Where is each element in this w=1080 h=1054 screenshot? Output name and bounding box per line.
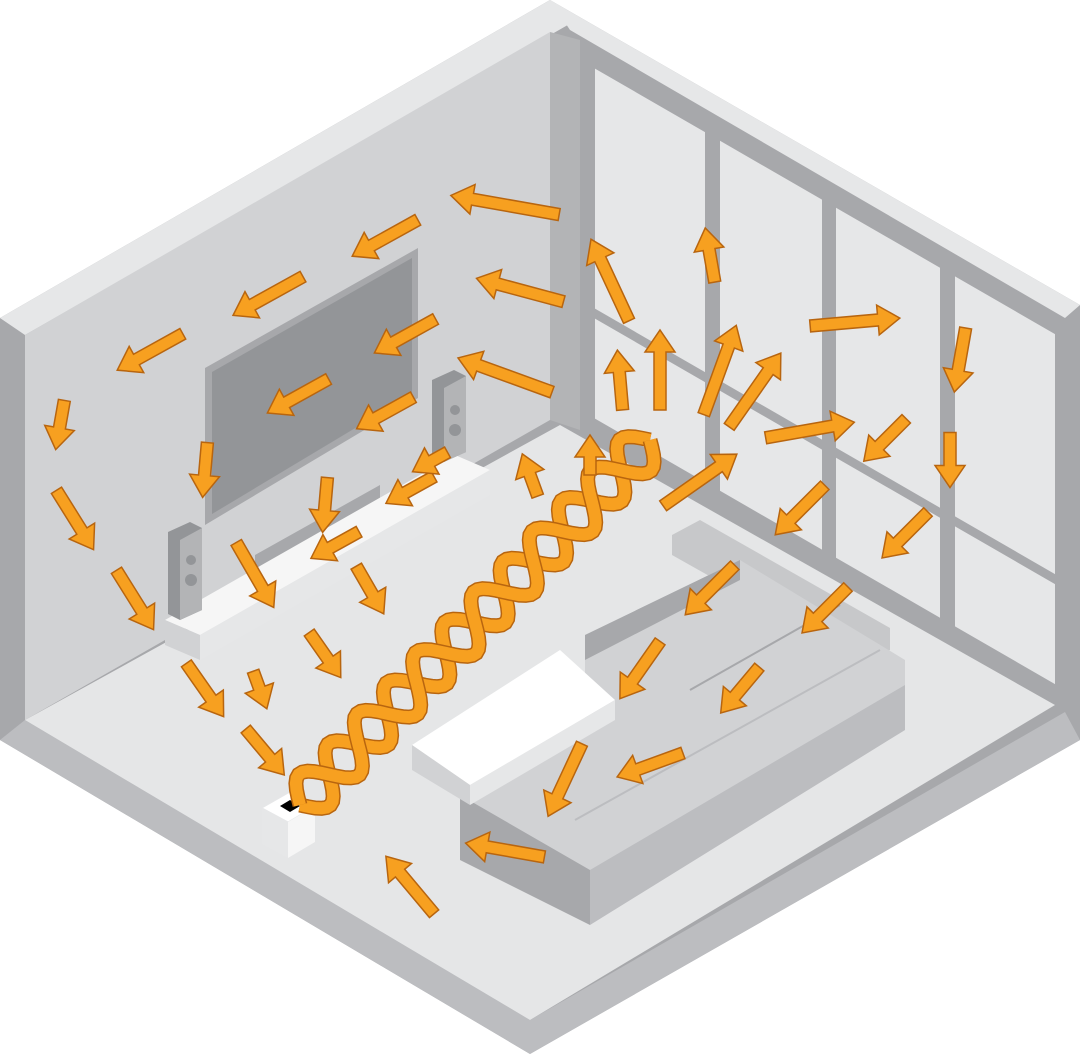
airflow-arrow-icon bbox=[684, 559, 741, 616]
airflow-arrow-icon bbox=[619, 636, 667, 700]
airflow-arrow-icon bbox=[231, 270, 307, 319]
airflow-arrow-icon bbox=[449, 183, 562, 222]
airflow-arrow-icon bbox=[643, 328, 677, 411]
speaker-right bbox=[432, 370, 466, 462]
airflow-arrow-icon bbox=[308, 476, 341, 534]
airflow-arrow-icon bbox=[693, 226, 726, 284]
airflow-arrow-icon bbox=[350, 562, 387, 615]
coffee-table bbox=[412, 650, 615, 805]
helix-strand bbox=[289, 438, 661, 807]
airflow-arrow-icon bbox=[110, 566, 156, 631]
airflow-arrow-icon bbox=[942, 326, 975, 394]
airflow-arrow-icon bbox=[309, 525, 363, 562]
tv-console-side bbox=[165, 620, 200, 660]
airflow-arrow-icon bbox=[933, 431, 967, 489]
airflow-arrow-icon bbox=[188, 441, 221, 499]
airflow-arrow-icon bbox=[303, 627, 342, 679]
airflow-arrow-icon bbox=[514, 452, 546, 500]
airflow-arrow-icon bbox=[862, 413, 912, 463]
airflow-arrow-icon bbox=[351, 213, 422, 260]
airflow-arrow-icon bbox=[774, 479, 831, 536]
airflow-arrow-icon bbox=[881, 506, 934, 559]
shell-top-right bbox=[550, 0, 1080, 318]
airflow-arrow-icon bbox=[43, 398, 76, 451]
tv-console-front bbox=[200, 470, 490, 660]
speaker-left bbox=[168, 522, 202, 620]
airflow-arrow-icon bbox=[266, 372, 333, 417]
airflow-arrow-icon bbox=[573, 433, 607, 476]
airflow-arrow-icon bbox=[658, 453, 738, 512]
airflow-arrow-icon bbox=[464, 830, 547, 864]
airflow-arrow-icon bbox=[615, 746, 686, 785]
window-pane bbox=[720, 140, 822, 440]
airflow-arrow-icon bbox=[763, 409, 856, 445]
airflow-arrow-icon bbox=[116, 327, 187, 374]
airflow-arrow-icon bbox=[585, 238, 636, 325]
airflow-arrow-icon bbox=[808, 303, 902, 337]
airflow-arrow-icon bbox=[384, 470, 438, 507]
airflow-arrow-icon bbox=[697, 324, 744, 418]
airflow-arrow-icon bbox=[723, 352, 782, 432]
airflow-arrow-icon bbox=[603, 348, 636, 412]
window-pane bbox=[955, 276, 1055, 575]
airflow-arrow-icon bbox=[456, 350, 555, 399]
airflow-arrow-icon bbox=[355, 390, 418, 433]
airflow-arrow-icon bbox=[373, 312, 440, 357]
shell-top-left bbox=[0, 0, 580, 335]
airflow-helix bbox=[288, 429, 662, 816]
airflow-arrow-icon bbox=[411, 446, 452, 476]
airflow-arrow-icon bbox=[719, 662, 765, 715]
airflow-arrows bbox=[43, 183, 975, 919]
airflow-arrow-icon bbox=[180, 658, 225, 718]
corner-pillar bbox=[550, 32, 580, 430]
airflow-arrow-icon bbox=[50, 486, 96, 551]
airflow-arrow-icon bbox=[240, 724, 286, 777]
airflow-arrow-icon bbox=[801, 581, 854, 634]
airflow-arrow-icon bbox=[542, 740, 589, 818]
airflow-arrow-icon bbox=[243, 668, 275, 711]
soundbar bbox=[255, 485, 380, 570]
airflow-arrow-icon bbox=[385, 855, 440, 919]
airflow-arrow-icon bbox=[230, 538, 277, 609]
window-pane bbox=[955, 526, 1055, 685]
airflow-arrow-icon bbox=[475, 268, 566, 309]
window-pane bbox=[836, 207, 940, 508]
